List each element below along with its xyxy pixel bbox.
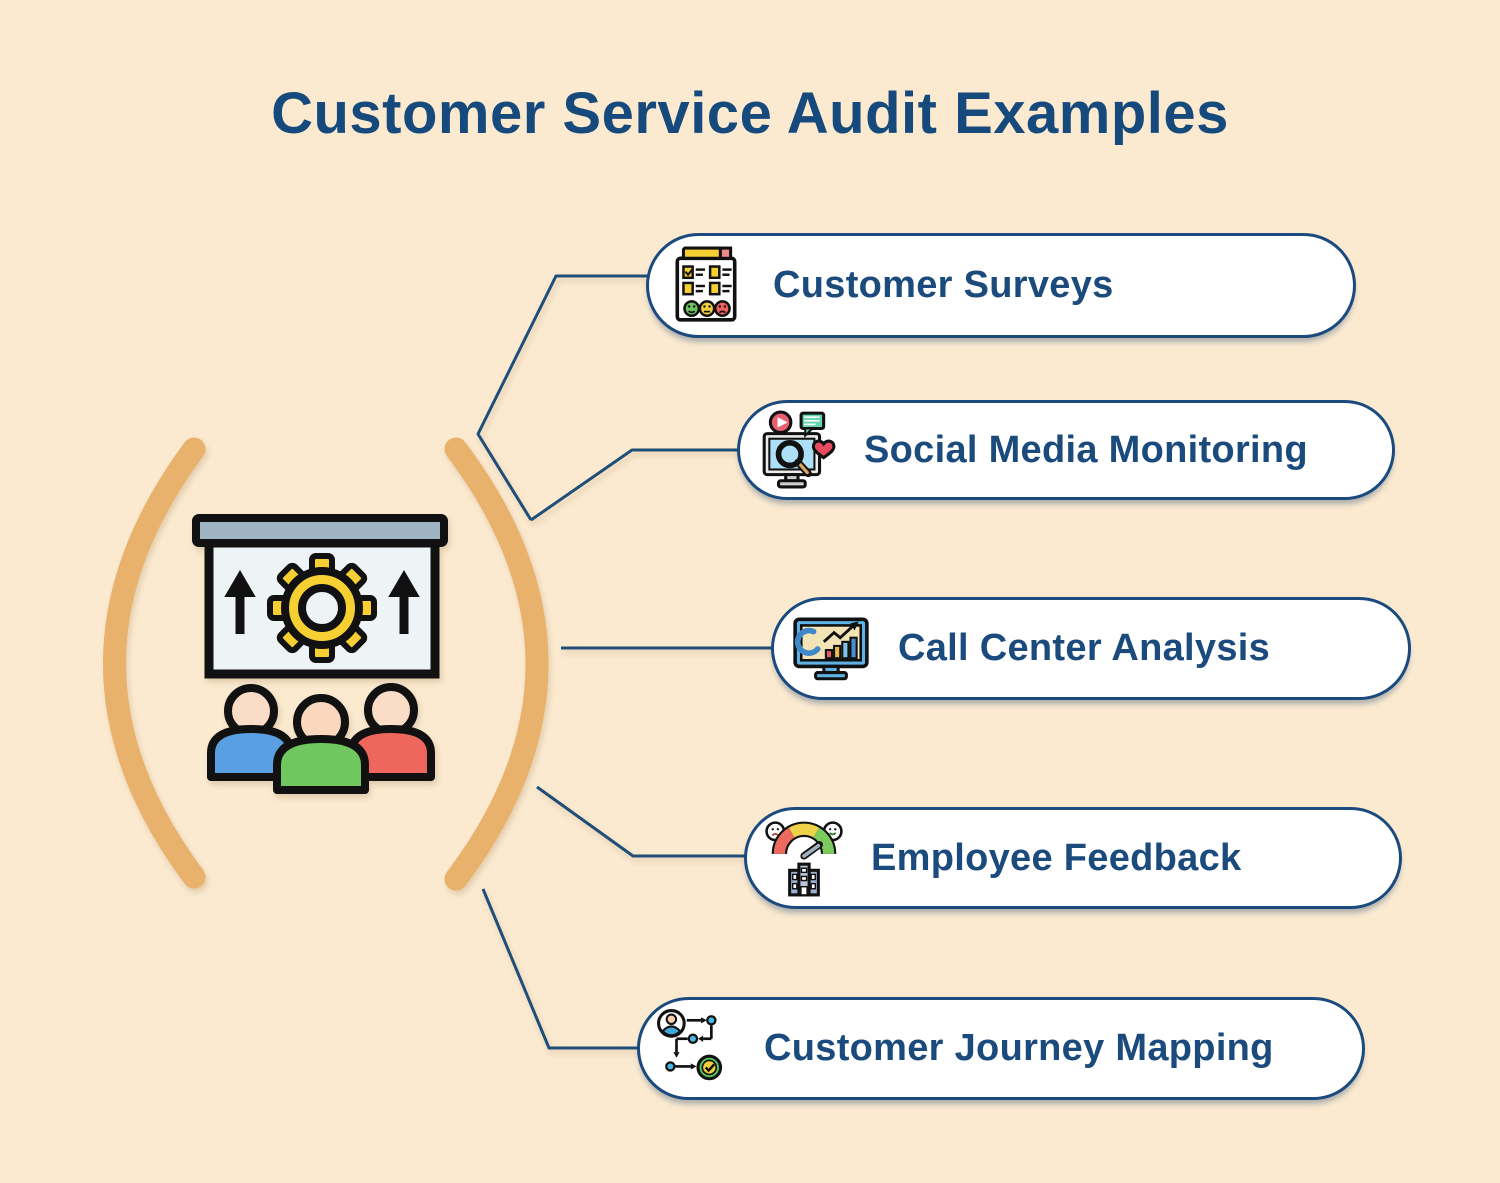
item-pill-customer-surveys: Customer Surveys — [646, 233, 1356, 338]
audience-people — [207, 683, 435, 794]
item-label: Call Center Analysis — [898, 627, 1271, 669]
up-arrow-right-icon — [388, 570, 420, 634]
connector-lines — [476, 274, 774, 1050]
item-label: Employee Feedback — [871, 836, 1242, 879]
item-label: Social Media Monitoring — [864, 428, 1308, 471]
right-parenthesis-arc — [444, 437, 549, 891]
connector-line-journey-mapping — [481, 888, 650, 1050]
item-label: Customer Surveys — [773, 264, 1114, 306]
connector-line-social-media — [530, 448, 740, 522]
survey-checklist-icon — [665, 245, 747, 327]
customer-journey-mapping-icon — [656, 1008, 738, 1090]
item-pill-customer-journey-mapping: Customer Journey Mapping — [637, 997, 1365, 1100]
item-pill-social-media-monitoring: Social Media Monitoring — [737, 400, 1395, 500]
social-media-monitoring-icon — [756, 409, 838, 491]
up-arrow-left-icon — [224, 570, 256, 634]
gear-icon — [267, 553, 377, 663]
employee-feedback-gauge-icon — [763, 817, 845, 899]
page-title: Customer Service Audit Examples — [271, 81, 1229, 146]
item-label: Customer Journey Mapping — [764, 1027, 1274, 1069]
connector-line-customer-surveys — [476, 274, 648, 521]
connector-line-employee-feedback — [536, 785, 748, 858]
item-pill-employee-feedback: Employee Feedback — [744, 807, 1402, 909]
person-blue — [207, 684, 295, 781]
board-rail — [192, 514, 448, 547]
parenthesis-arcs — [103, 437, 549, 891]
left-parenthesis-arc — [103, 437, 206, 889]
call-center-analysis-icon — [790, 608, 872, 690]
item-pill-call-center-analysis: Call Center Analysis — [771, 597, 1411, 700]
presentation-board-illustration — [192, 514, 448, 794]
person-green — [273, 694, 369, 794]
